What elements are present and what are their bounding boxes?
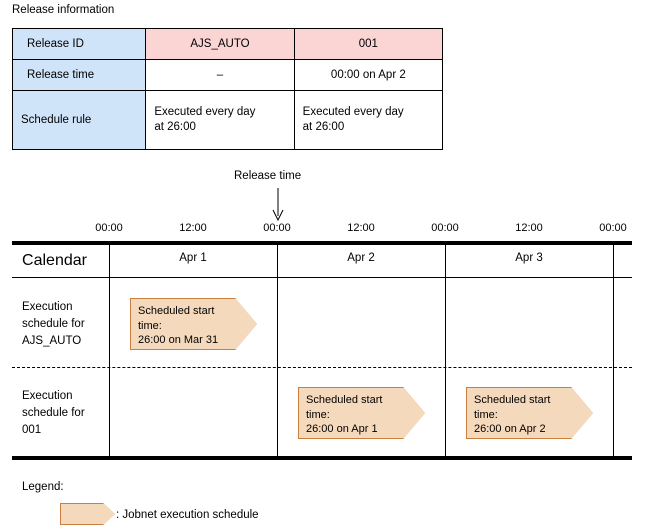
day-label-apr-2: Apr 2 (347, 252, 375, 264)
day-label-apr-3: Apr 3 (515, 252, 543, 264)
legend-entry-label: : Jobnet execution schedule (116, 509, 259, 521)
release-time-down-arrow-icon (272, 188, 284, 222)
cell-schedule-rule-001: Executed every day at 26:00 (293, 90, 444, 150)
tick-label-1: 12:00 (179, 222, 207, 234)
cell-release-id-ajs-auto: AJS_AUTO (145, 28, 295, 60)
cell-schedule-rule-ajs-auto: Executed every day at 26:00 (145, 90, 295, 150)
arrow-label: Scheduled start time: 26:00 on Apr 2 (474, 394, 551, 435)
timeline-bottom-rule (12, 456, 632, 460)
tick-label-5: 12:00 (515, 222, 543, 234)
release-information-table: Release ID AJS_AUTO 001 Release time – 0… (11, 28, 444, 150)
timeline-top-rule (12, 241, 632, 245)
row-label-execution-schedule-ajs-auto: Execution schedule for AJS_AUTO (22, 301, 85, 347)
cell-release-time-001: 00:00 on Apr 2 (293, 59, 444, 91)
cell-release-id-001: 001 (293, 28, 444, 60)
legend-swatch-jobnet-execution-schedule (60, 503, 115, 525)
table-row: Schedule rule Executed every day at 26:0… (11, 90, 444, 150)
grid-divider-3 (613, 245, 614, 456)
table-row: Release ID AJS_AUTO 001 (11, 28, 444, 60)
schedule-rows-dashed-separator (12, 367, 632, 368)
arrow-label: Scheduled start time: 26:00 on Mar 31 (138, 305, 219, 346)
tick-label-0: 00:00 (95, 222, 123, 234)
day-label-apr-1: Apr 1 (179, 252, 207, 264)
row-header-release-time: Release time (11, 59, 147, 91)
grid-divider-1 (277, 245, 278, 456)
row-label-execution-schedule-001: Execution schedule for 001 (22, 390, 85, 436)
release-time-annotation-label: Release time (234, 170, 302, 182)
calendar-row-label: Calendar (22, 252, 87, 269)
grid-divider-2 (445, 245, 446, 456)
legend-title: Legend: (22, 481, 64, 493)
jobnet-execution-schedule-arrow: Scheduled start time: 26:00 on Mar 31 (130, 298, 257, 350)
cell-release-time-ajs-auto: – (145, 59, 295, 91)
tick-label-4: 00:00 (431, 222, 459, 234)
row-header-schedule-rule: Schedule rule (11, 90, 147, 150)
table-row: Release time – 00:00 on Apr 2 (11, 59, 444, 91)
tick-label-3: 12:00 (347, 222, 375, 234)
grid-divider-0 (109, 245, 110, 456)
row-header-release-id: Release ID (11, 28, 147, 60)
tick-label-2: 00:00 (263, 222, 291, 234)
tick-label-6: 00:00 (599, 222, 627, 234)
calendar-row-separator (12, 277, 632, 278)
arrow-label: Scheduled start time: 26:00 on Apr 1 (306, 394, 383, 435)
jobnet-execution-schedule-arrow: Scheduled start time: 26:00 on Apr 2 (466, 387, 593, 439)
release-information-title: Release information (12, 4, 115, 16)
jobnet-execution-schedule-arrow: Scheduled start time: 26:00 on Apr 1 (298, 387, 425, 439)
